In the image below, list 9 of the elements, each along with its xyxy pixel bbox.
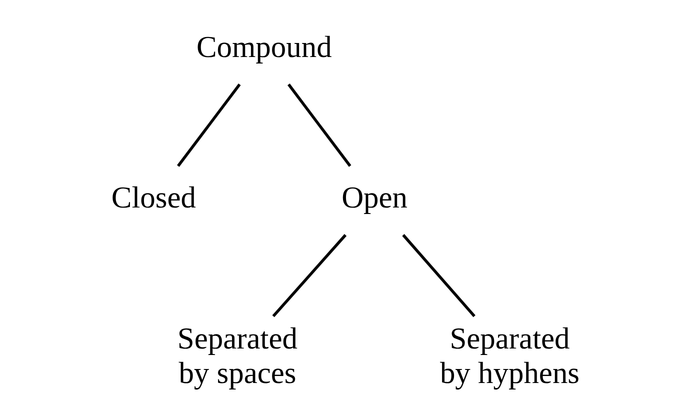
node-text: Open <box>341 180 408 215</box>
node-text: Compound <box>196 30 332 64</box>
connector <box>287 84 351 167</box>
node-text: Separated by hyphens <box>439 322 580 390</box>
connector <box>402 234 475 318</box>
node-text: Closed <box>110 180 196 215</box>
connector <box>272 234 346 318</box>
node-text: Separated by spaces <box>176 322 297 390</box>
connector <box>176 84 240 167</box>
